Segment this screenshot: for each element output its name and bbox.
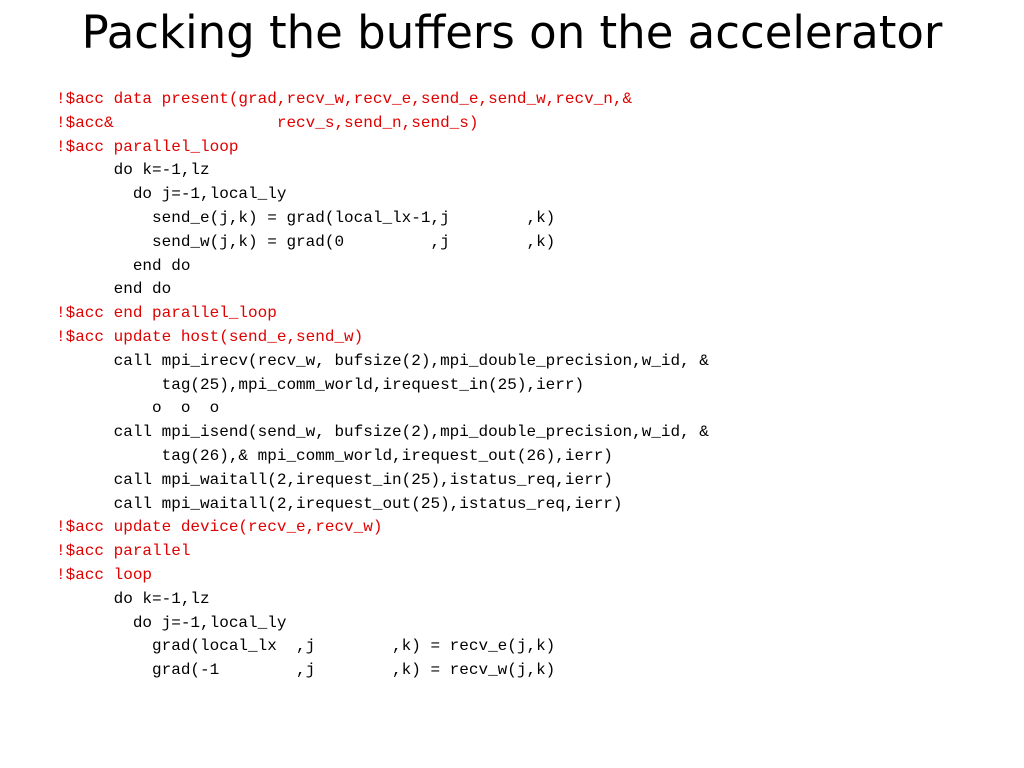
code-line-directive: !$acc& recv_s,send_n,send_s) (56, 113, 479, 132)
code-line: tag(26),& mpi_comm_world,irequest_out(26… (56, 446, 613, 465)
code-line: end do (56, 280, 172, 299)
code-line-directive: !$acc update device(recv_e,recv_w) (56, 518, 383, 537)
code-line: grad(-1 ,j ,k) = recv_w(j,k) (56, 661, 556, 680)
slide-title: Packing the buffers on the accelerator (81, 6, 943, 59)
code-line: call mpi_irecv(recv_w, bufsize(2),mpi_do… (56, 351, 709, 370)
code-line: tag(25),mpi_comm_world,irequest_in(25),i… (56, 375, 585, 394)
code-line-directive: !$acc loop (56, 565, 153, 584)
code-line: do k=-1,lz (56, 161, 210, 180)
code-line: end do (56, 256, 191, 275)
code-line: call mpi_waitall(2,irequest_out(25),ista… (56, 494, 623, 513)
code-line: call mpi_isend(send_w, bufsize(2),mpi_do… (56, 423, 709, 442)
code-line-directive: !$acc parallel_loop (56, 137, 239, 156)
code-line: do j=-1,local_ly (56, 613, 287, 632)
code-line: o o o (56, 399, 220, 418)
code-block: !$acc data present(grad,recv_w,recv_e,se… (56, 88, 709, 683)
code-line: send_w(j,k) = grad(0 ,j ,k) (56, 232, 556, 251)
code-line: send_e(j,k) = grad(local_lx-1,j ,k) (56, 208, 556, 227)
code-line-directive: !$acc update host(send_e,send_w) (56, 327, 364, 346)
code-line-directive: !$acc parallel (56, 542, 191, 561)
code-line: do k=-1,lz (56, 589, 210, 608)
code-line: call mpi_waitall(2,irequest_in(25),istat… (56, 470, 613, 489)
code-line: do j=-1,local_ly (56, 185, 287, 204)
code-line: grad(local_lx ,j ,k) = recv_e(j,k) (56, 637, 556, 656)
code-line-directive: !$acc data present(grad,recv_w,recv_e,se… (56, 90, 633, 108)
code-line-directive: !$acc end parallel_loop (56, 304, 277, 323)
